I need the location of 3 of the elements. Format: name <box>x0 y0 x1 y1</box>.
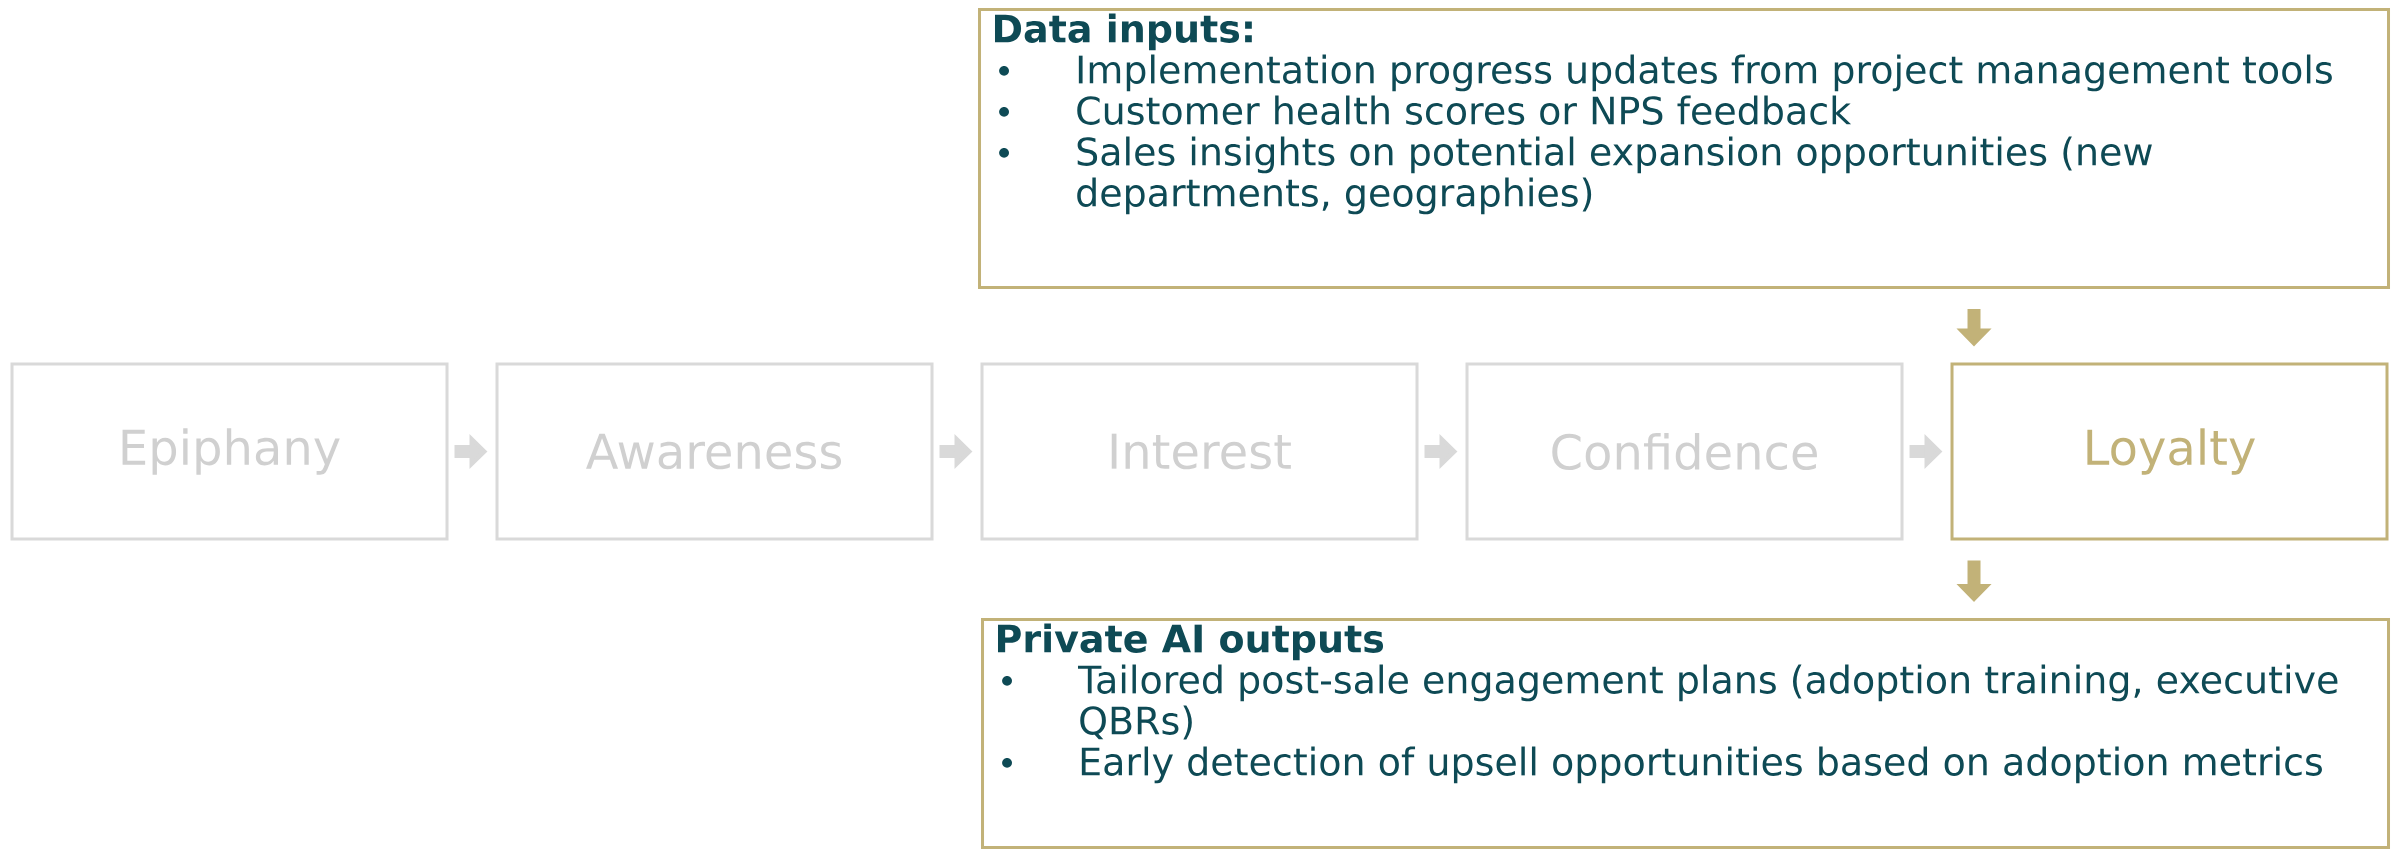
text-card: Private AI outputs Tailored post-sale engagement plans (adoption training, executive QBRs) Early detection of upsell opportunities based on adoption metrics <box>981 618 2390 849</box>
text-card: Data inputs: Implementation progress updates from project management tools Customer health scores or NPS feedback Sales insights on potential expansion opportunities (new departments, geographies) <box>978 8 2390 289</box>
stage-box: Loyalty <box>1950 362 2389 541</box>
